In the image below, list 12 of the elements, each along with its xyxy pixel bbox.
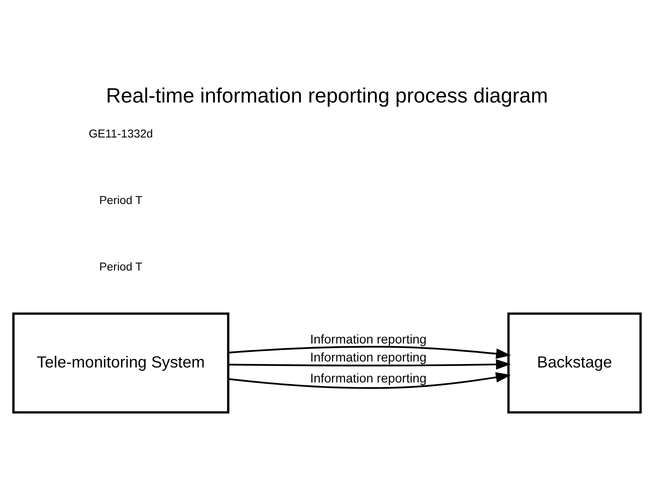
diagram-title: Real-time information reporting process diagram [106, 84, 548, 108]
edge-label: Information reporting [310, 332, 427, 346]
label: Period T [99, 194, 142, 207]
label: Period T [99, 262, 142, 274]
label: GE11-1332d [88, 128, 153, 140]
arrow [228, 359, 511, 370]
arrow [228, 372, 511, 389]
arrow [228, 346, 512, 359]
edge-label: Information reporting [310, 350, 427, 365]
node-box: Backstage [507, 312, 642, 414]
node-box: Tele-monitoring System [12, 312, 230, 414]
edge-label: Information reporting [310, 371, 427, 386]
